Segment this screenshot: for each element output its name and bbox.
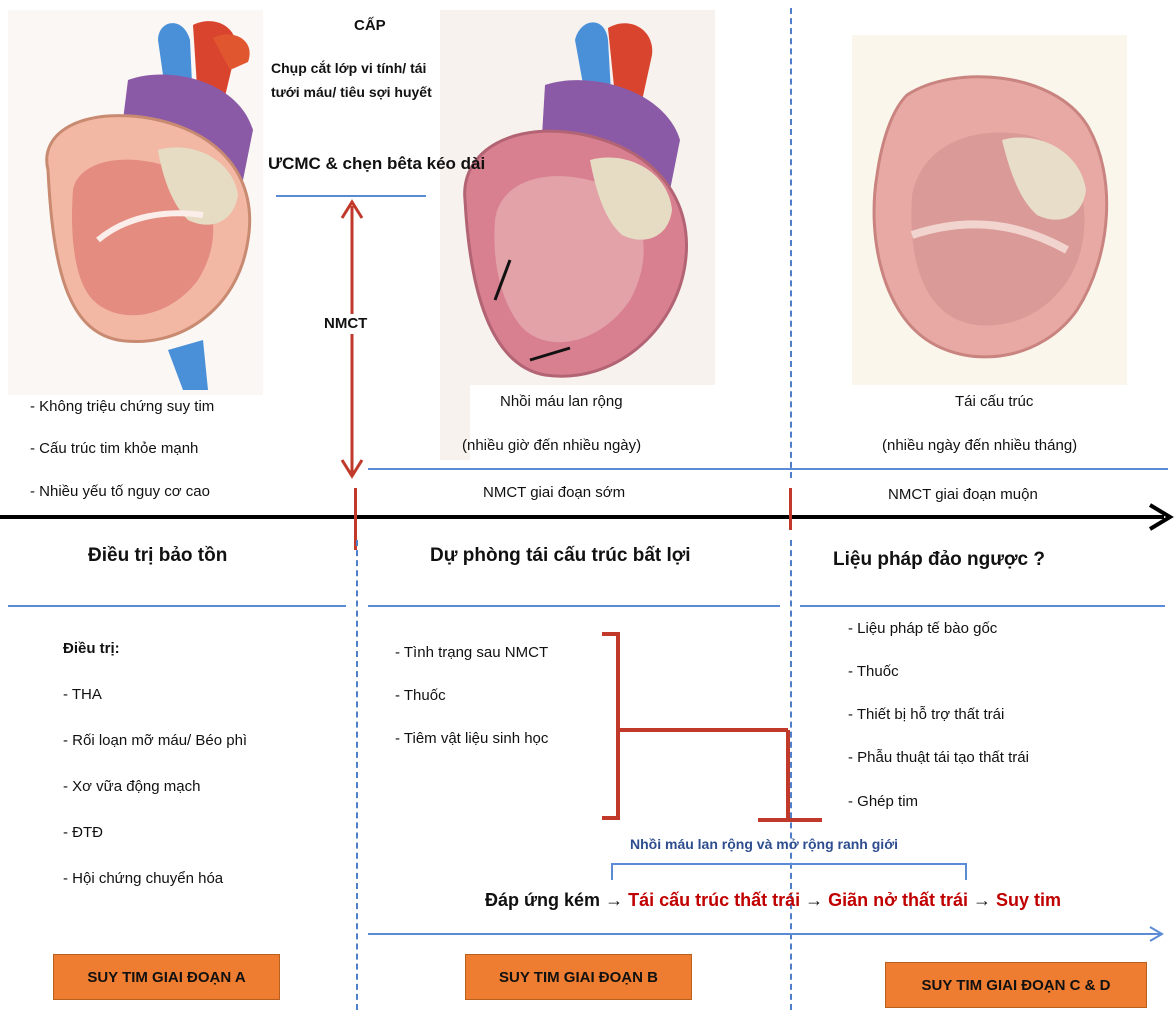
arrow-icon: →: [605, 890, 623, 910]
infarct-extension-note: Nhồi máu lan rộng và mở rộng ranh giới: [630, 834, 898, 854]
stage-cd-heading: Liệu pháp đảo ngược ?: [833, 549, 1045, 571]
stage-a-treatment: - Rối loạn mỡ máu/ Béo phì: [63, 732, 247, 749]
heart-healthy-illustration: [8, 10, 263, 395]
heading-divider-cd: [800, 605, 1165, 607]
stage-a-treatment-title: Điều trị:: [63, 640, 120, 657]
stage-cd-item: - Liệu pháp tế bào gốc: [848, 620, 997, 637]
nmct-label: NMCT: [322, 314, 369, 334]
stage-a-treatment: - THA: [63, 686, 102, 703]
stage-a-treatment: - ĐTĐ: [63, 824, 103, 841]
stage-cd-item: - Thuốc: [848, 663, 899, 680]
stage-a-heading: Điều trị bảo tồn: [88, 545, 227, 567]
stage-cd-label: SUY TIM GIAI ĐOẠN C & D: [885, 962, 1147, 1008]
stage-a-label: SUY TIM GIAI ĐOẠN A: [53, 954, 280, 1000]
stage-b-caption: Nhồi máu lan rộng: [500, 392, 623, 412]
stage-divider-bcd: [790, 8, 792, 478]
stage-b-heading: Dự phòng tái cấu trúc bất lợi: [430, 545, 691, 567]
stage-b-caption-sub: (nhiều giờ đến nhiều ngày): [462, 436, 641, 456]
phase-divider-top: [368, 468, 1168, 470]
progression-step: Đáp ứng kém: [485, 890, 600, 910]
stage-b-item: - Tình trạng sau NMCT: [395, 644, 548, 661]
stage-a-treatment: - Hội chứng chuyển hóa: [63, 870, 223, 887]
stage-b-label: SUY TIM GIAI ĐOẠN B: [465, 954, 692, 1000]
heading-divider-b: [368, 605, 780, 607]
stage-a-treatment: - Xơ vữa động mạch: [63, 778, 200, 795]
stage-a-note: - Cấu trúc tim khỏe mạnh: [30, 440, 198, 457]
timeline-marker-late: [789, 488, 792, 530]
acute-detail-line-1: Chụp cắt lớp vi tính/ tái: [271, 58, 426, 78]
inhibition-bracket: [598, 630, 838, 825]
stage-cd-item: - Ghép tim: [848, 793, 918, 810]
long-term-therapy-label: ƯCMC & chẹn bêta kéo dài: [268, 154, 485, 174]
acute-detail-line-2: tưới máu/ tiêu sợi huyết: [271, 82, 432, 102]
progression-step: Tái cấu trúc thất trái: [628, 890, 800, 910]
timeline-arrow: [0, 500, 1175, 534]
arrow-icon: →: [805, 890, 823, 910]
progression-arrow: [368, 924, 1168, 944]
stage-a-note: - Không triệu chứng suy tim: [30, 398, 214, 415]
progression-chain: Đáp ứng kém → Tái cấu trúc thất trái → G…: [485, 890, 1061, 911]
stage-b-item: - Tiêm vật liệu sinh học: [395, 730, 548, 747]
stage-cd-item: - Phẫu thuật tái tạo thất trái: [848, 749, 1029, 766]
acute-label: CẤP: [354, 16, 386, 36]
stage-divider-ab: [356, 540, 358, 1010]
heart-remodeled-illustration: [852, 35, 1127, 385]
infarct-extension-bracket: [610, 860, 970, 882]
stage-b-item: - Thuốc: [395, 687, 446, 704]
stage-cd-caption-sub: (nhiều ngày đến nhiều tháng): [882, 436, 1077, 456]
stage-a-note: - Nhiều yếu tố nguy cơ cao: [30, 483, 210, 500]
progression-step: Suy tim: [996, 890, 1061, 910]
nmct-double-arrow: [338, 196, 366, 486]
stage-cd-caption: Tái cấu trúc: [955, 392, 1033, 412]
arrow-icon: →: [973, 890, 991, 910]
heading-divider-a: [8, 605, 346, 607]
progression-step: Giãn nở thất trái: [828, 890, 968, 910]
stage-cd-item: - Thiết bị hỗ trợ thất trái: [848, 706, 1004, 723]
